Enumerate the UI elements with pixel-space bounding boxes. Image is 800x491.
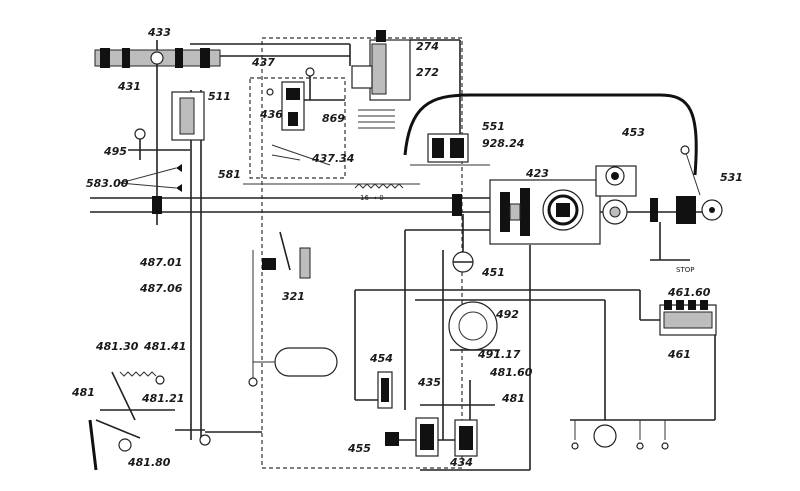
label-274: 274 <box>416 40 439 53</box>
label-481-60: 481.60 <box>489 366 533 379</box>
label-928-24: 928.24 <box>482 137 524 150</box>
label-487-06: 487.06 <box>139 282 183 295</box>
label-551: 551 <box>482 120 505 133</box>
valve-435 <box>415 417 439 457</box>
valve-451 <box>452 251 474 273</box>
label-272: 272 <box>416 66 439 79</box>
label-495: 495 <box>103 145 127 158</box>
valve-434 <box>454 419 478 457</box>
label-481-41: 481.41 <box>143 340 186 353</box>
label-454: 454 <box>369 352 393 365</box>
label-455: 455 <box>347 442 371 455</box>
label-435: 435 <box>417 376 441 389</box>
valve-block-461 <box>659 300 717 336</box>
diaphragm-492 <box>448 301 500 351</box>
main-shaft <box>90 183 500 216</box>
unit-551 <box>410 133 490 166</box>
label-436: 436 <box>259 108 283 121</box>
gauge-453 <box>595 165 637 197</box>
label-481-left: 481 <box>71 386 95 399</box>
pressure-gauge <box>593 424 617 448</box>
valve-437 <box>266 67 315 131</box>
part-321 <box>262 231 311 279</box>
part-455 <box>385 432 399 446</box>
label-433: 433 <box>147 26 171 39</box>
coupling-531 <box>650 196 723 224</box>
label-869: 869 <box>322 112 345 125</box>
label-481-21: 481.21 <box>141 392 184 405</box>
label-481-30: 481.30 <box>95 340 139 353</box>
filter-unit-272 <box>351 30 411 129</box>
label-423: 423 <box>525 167 549 180</box>
label-453: 453 <box>621 126 645 139</box>
label-321: 321 <box>282 290 305 303</box>
coupling-423 <box>489 179 601 245</box>
label-583-00: 583.00 <box>86 177 129 190</box>
label-431: 431 <box>117 80 141 93</box>
label-491-17: 491.17 <box>477 348 521 361</box>
label-481-80: 481.80 <box>127 456 171 469</box>
label-437-34: 437.34 <box>311 152 354 165</box>
dashed-enclosure-valve <box>249 77 346 179</box>
label-434: 434 <box>449 456 473 469</box>
label-511: 511 <box>208 90 231 103</box>
label-481-right: 481 <box>501 392 525 405</box>
label-487-01: 487.01 <box>139 256 182 269</box>
label-461-60: 461.60 <box>667 286 711 299</box>
label-531: 531 <box>720 171 743 184</box>
label-451: 451 <box>481 266 505 279</box>
label-16-to-0: 16 ➞ 0 <box>360 194 384 202</box>
label-stop: STOP <box>676 266 694 274</box>
label-461: 461 <box>667 348 691 361</box>
regulator-495 <box>128 128 190 160</box>
reservoir-bottle <box>274 347 338 377</box>
pedal-assembly-481 <box>88 371 175 471</box>
label-581: 581 <box>218 168 241 181</box>
label-492: 492 <box>495 308 519 321</box>
label-437: 437 <box>251 56 275 69</box>
